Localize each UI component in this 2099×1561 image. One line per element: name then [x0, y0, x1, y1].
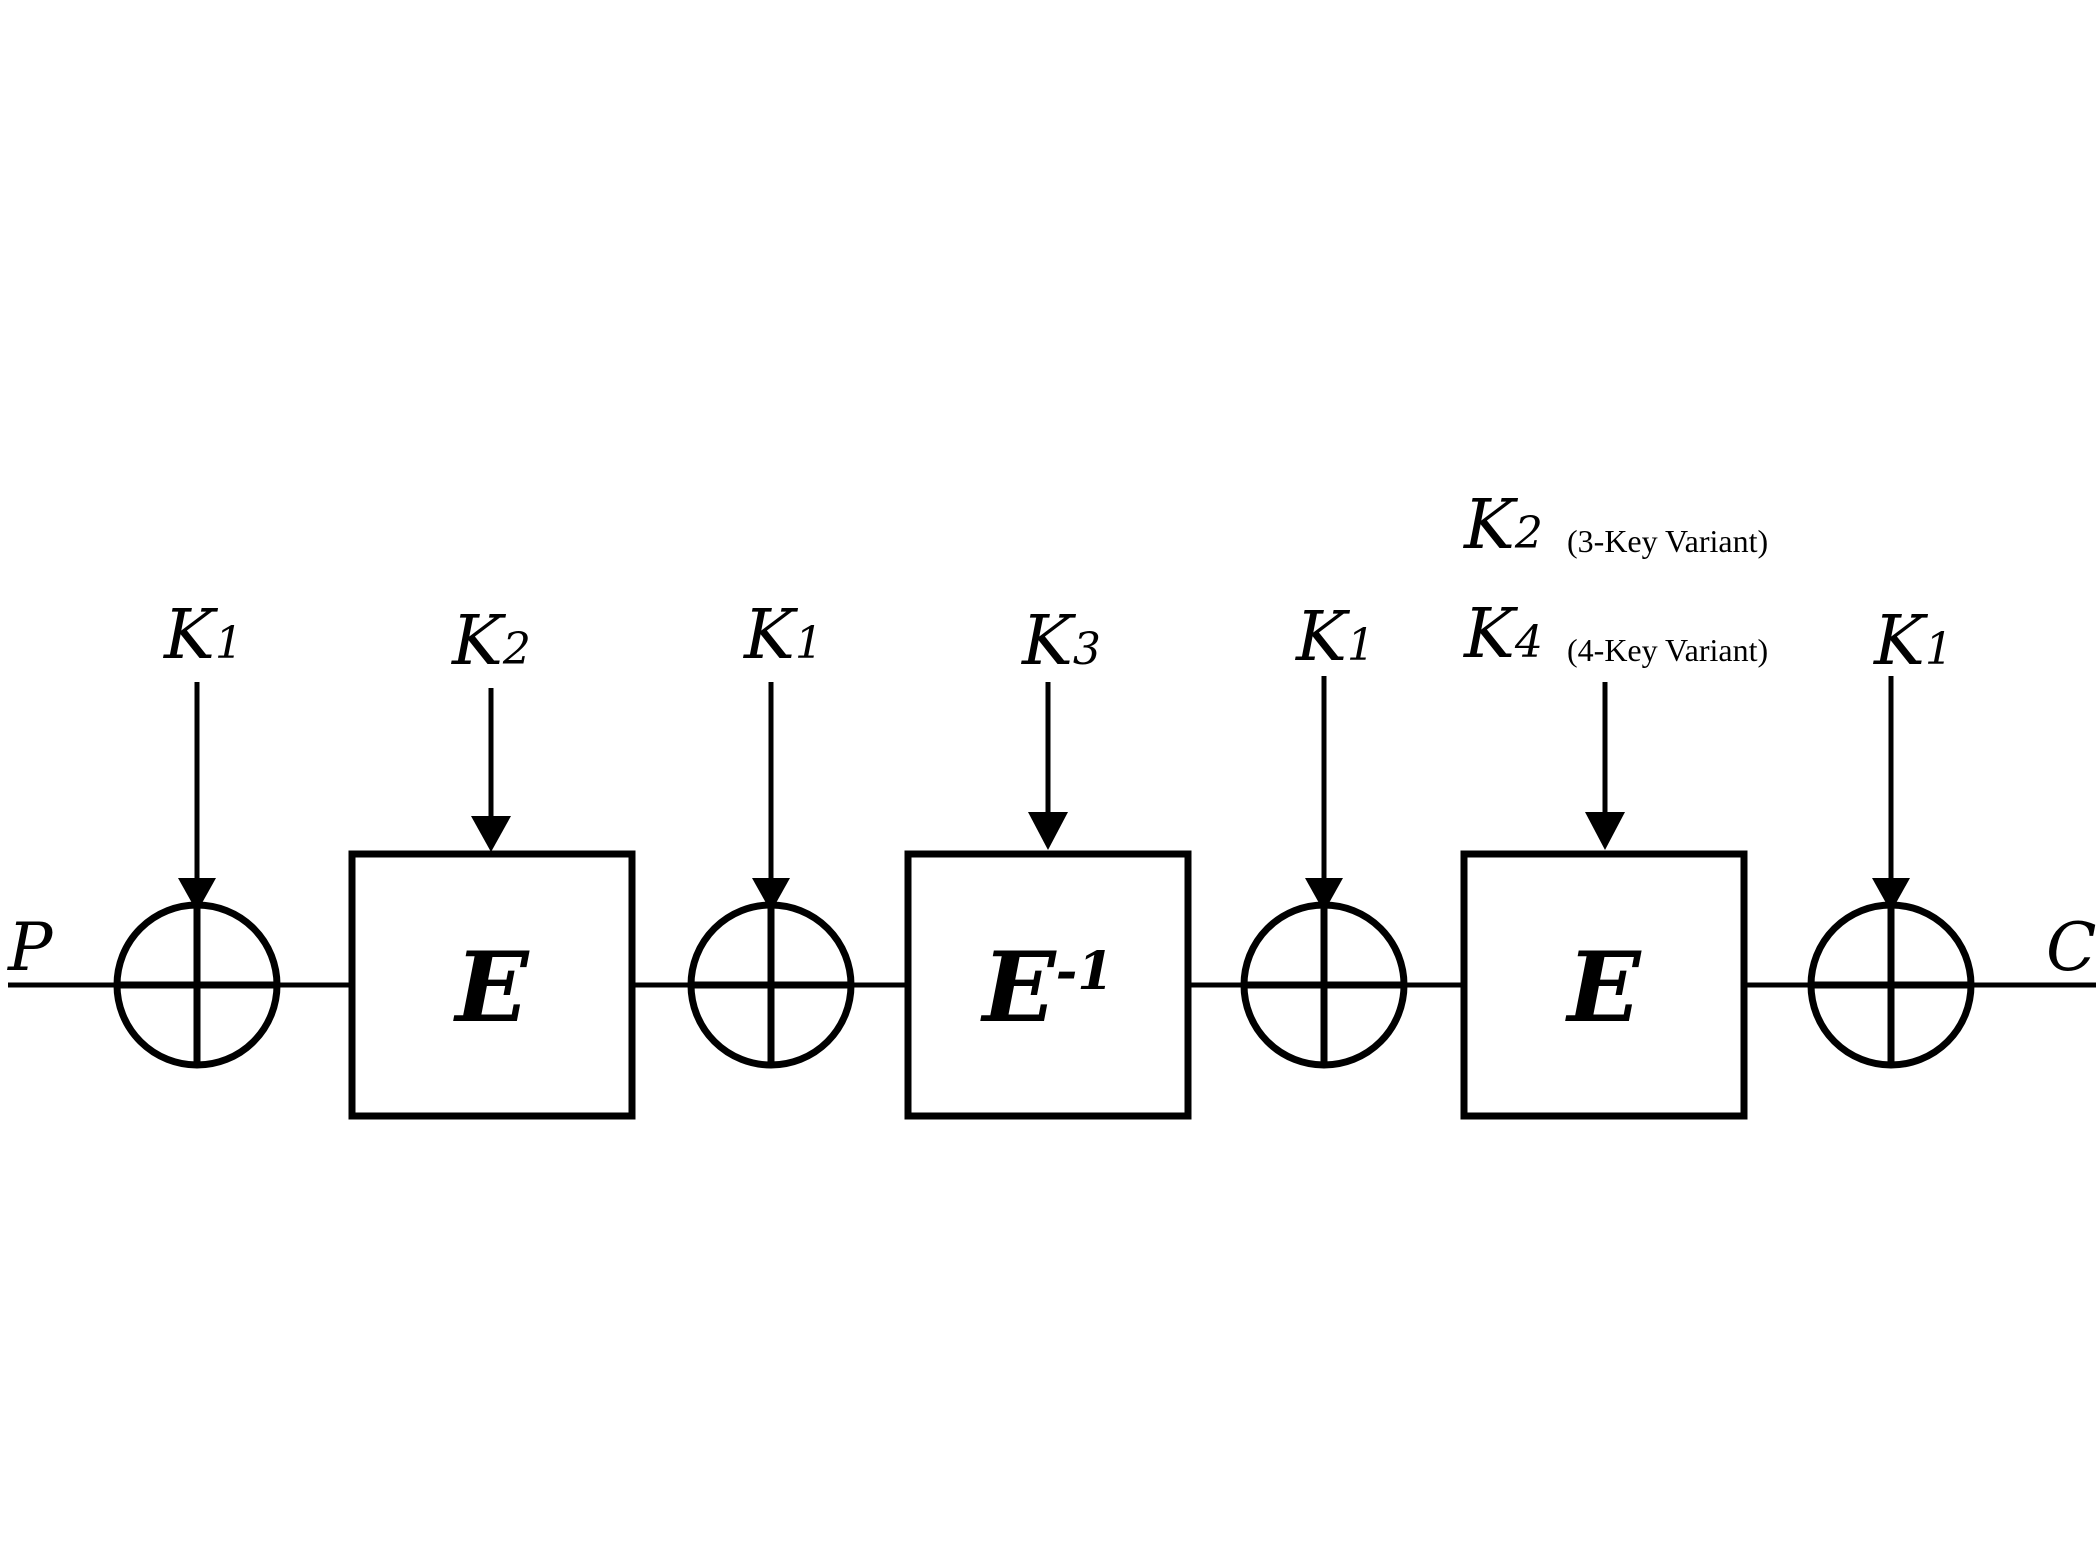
key-label: K1: [1294, 598, 1375, 677]
cipher-op-label: E: [452, 931, 530, 1044]
xor-node: K1: [113, 596, 281, 1069]
ciphertext-label: C: [2046, 909, 2097, 986]
encrypt-block: E K2: [348, 602, 636, 1120]
variant-note: (3-Key Variant): [1567, 523, 1768, 559]
key-label: K1: [162, 596, 243, 675]
key-label-3-key-variant: K2: [1462, 486, 1543, 565]
xor-node: K1: [687, 596, 855, 1069]
key-label: K1: [742, 596, 823, 675]
decrypt-block: E-1 K3: [904, 602, 1192, 1120]
key-label: K1: [1872, 602, 1953, 681]
encrypt-block: E K2 (3-Key Variant) K4 (4-Key Variant): [1460, 486, 1768, 1120]
key-label: K2: [450, 602, 531, 681]
xor-node: K1: [1240, 598, 1408, 1069]
xor-node: K1: [1807, 602, 1975, 1069]
key-label-4-key-variant: K4: [1462, 595, 1543, 674]
key-label: K3: [1020, 602, 1101, 681]
cipher-op-label: E: [1564, 931, 1642, 1044]
variant-note: (4-Key Variant): [1567, 632, 1768, 668]
cipher-op-label: E-1: [980, 931, 1114, 1044]
plaintext-label: P: [7, 909, 54, 986]
